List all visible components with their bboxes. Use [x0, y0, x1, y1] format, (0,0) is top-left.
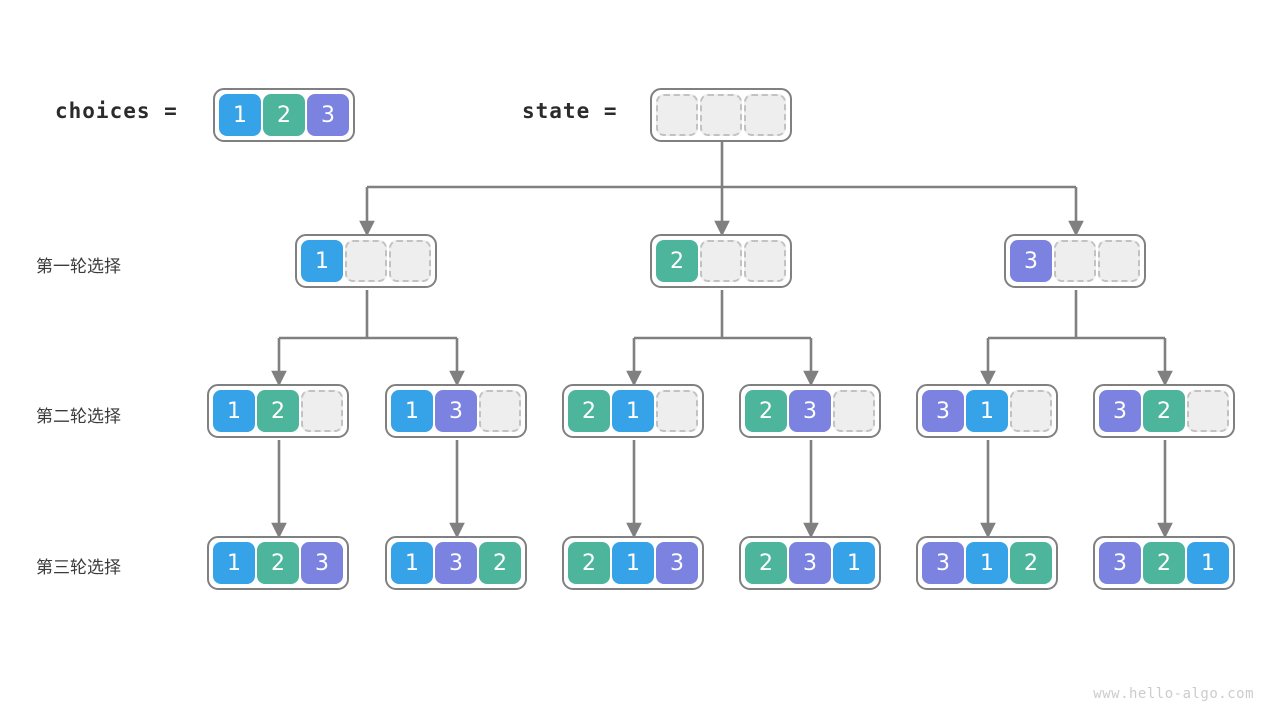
round-label-1: 第一轮选择 — [36, 257, 121, 277]
round1-node3-cell-1: 3 — [1010, 240, 1052, 282]
choices-label: choices = — [55, 99, 178, 123]
round3-node2-cell-3: 2 — [479, 542, 521, 584]
watermark: www.hello-algo.com — [1093, 686, 1254, 702]
round3-node6-cell-2: 2 — [1143, 542, 1185, 584]
round2-node4-cell-1: 2 — [745, 390, 787, 432]
round1-node2-cell-2 — [700, 240, 742, 282]
round-label-3: 第三轮选择 — [36, 558, 121, 578]
round3-node5-cell-3: 2 — [1010, 542, 1052, 584]
round2-node6-cell-1: 3 — [1099, 390, 1141, 432]
round-label-2: 第二轮选择 — [36, 407, 121, 427]
round3-node2-cell-1: 1 — [391, 542, 433, 584]
round1-node2-cell-3 — [744, 240, 786, 282]
round3-node5-cell-1: 3 — [922, 542, 964, 584]
round1-node3-cell-3 — [1098, 240, 1140, 282]
round2-node1-cell-2: 2 — [257, 390, 299, 432]
round2-node6-cell-3 — [1187, 390, 1229, 432]
tree-node-round1-1: 1 — [295, 234, 437, 288]
round3-node4-cell-3: 1 — [833, 542, 875, 584]
round2-node3-cell-1: 2 — [568, 390, 610, 432]
round2-node1-cell-1: 1 — [213, 390, 255, 432]
round3-node3-cell-2: 1 — [612, 542, 654, 584]
choices-cell-3: 3 — [307, 94, 349, 136]
round1-node1-cell-3 — [389, 240, 431, 282]
round1-node1-cell-1: 1 — [301, 240, 343, 282]
tree-node-round1-3: 3 — [1004, 234, 1146, 288]
round2-node6-cell-2: 2 — [1143, 390, 1185, 432]
round2-node5-cell-3 — [1010, 390, 1052, 432]
round3-node5-cell-2: 1 — [966, 542, 1008, 584]
round2-node2-cell-2: 3 — [435, 390, 477, 432]
round3-node4-cell-2: 3 — [789, 542, 831, 584]
state-cell-3 — [744, 94, 786, 136]
round3-node2-cell-2: 3 — [435, 542, 477, 584]
round3-node6-cell-1: 3 — [1099, 542, 1141, 584]
round2-node3-cell-3 — [656, 390, 698, 432]
state-label: state = — [522, 99, 618, 123]
choices-cell-2: 2 — [263, 94, 305, 136]
round3-node3-cell-3: 3 — [656, 542, 698, 584]
round2-node4-cell-3 — [833, 390, 875, 432]
round2-node3-cell-2: 1 — [612, 390, 654, 432]
round3-node1-cell-2: 2 — [257, 542, 299, 584]
round3-node4-cell-1: 2 — [745, 542, 787, 584]
round1-node3-cell-2 — [1054, 240, 1096, 282]
round1-node1-cell-2 — [345, 240, 387, 282]
round2-node1-cell-3 — [301, 390, 343, 432]
round2-node5-cell-1: 3 — [922, 390, 964, 432]
round2-node4-cell-2: 3 — [789, 390, 831, 432]
round3-node3-cell-1: 2 — [568, 542, 610, 584]
round2-node2-cell-1: 1 — [391, 390, 433, 432]
round2-node2-cell-3 — [479, 390, 521, 432]
state-cell-1 — [656, 94, 698, 136]
tree-node-round1-2: 2 — [650, 234, 792, 288]
state-cell-2 — [700, 94, 742, 136]
state-array — [650, 88, 792, 142]
round3-node1-cell-1: 1 — [213, 542, 255, 584]
round3-node6-cell-3: 1 — [1187, 542, 1229, 584]
round2-node5-cell-2: 1 — [966, 390, 1008, 432]
round1-node2-cell-1: 2 — [656, 240, 698, 282]
round3-node1-cell-3: 3 — [301, 542, 343, 584]
choices-cell-1: 1 — [219, 94, 261, 136]
